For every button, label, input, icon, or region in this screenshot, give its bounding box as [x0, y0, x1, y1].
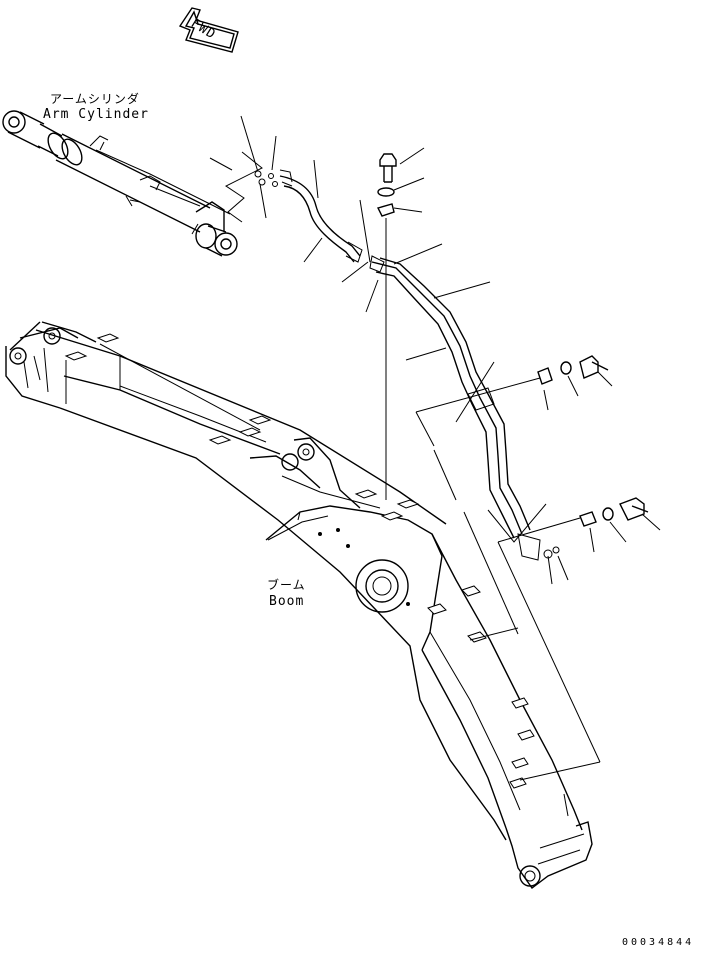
callout-lines-cylinder — [209, 115, 278, 223]
boom — [5, 321, 601, 889]
callout-lines-pipe-start — [341, 199, 443, 500]
arm-cylinder-label-jp: アームシリンダ — [50, 92, 140, 106]
clamp-bolt-set-upper — [376, 147, 425, 217]
hose-upper — [279, 159, 363, 263]
clamp-bolt-set-lower — [579, 497, 661, 553]
drawing-number: 00034844 — [622, 937, 695, 948]
boom-label-jp: ブーム — [267, 578, 306, 592]
arm-cylinder — [2, 110, 238, 257]
callout-lines-pipe — [405, 281, 601, 763]
arm-cylinder-label-en: Arm Cylinder — [43, 107, 149, 122]
boom-label-en: Boom — [269, 594, 305, 609]
fwd-arrow-icon — [178, 7, 239, 53]
clamp-bolt-set-middle — [537, 355, 613, 411]
hydraulic-pipe — [369, 255, 560, 561]
